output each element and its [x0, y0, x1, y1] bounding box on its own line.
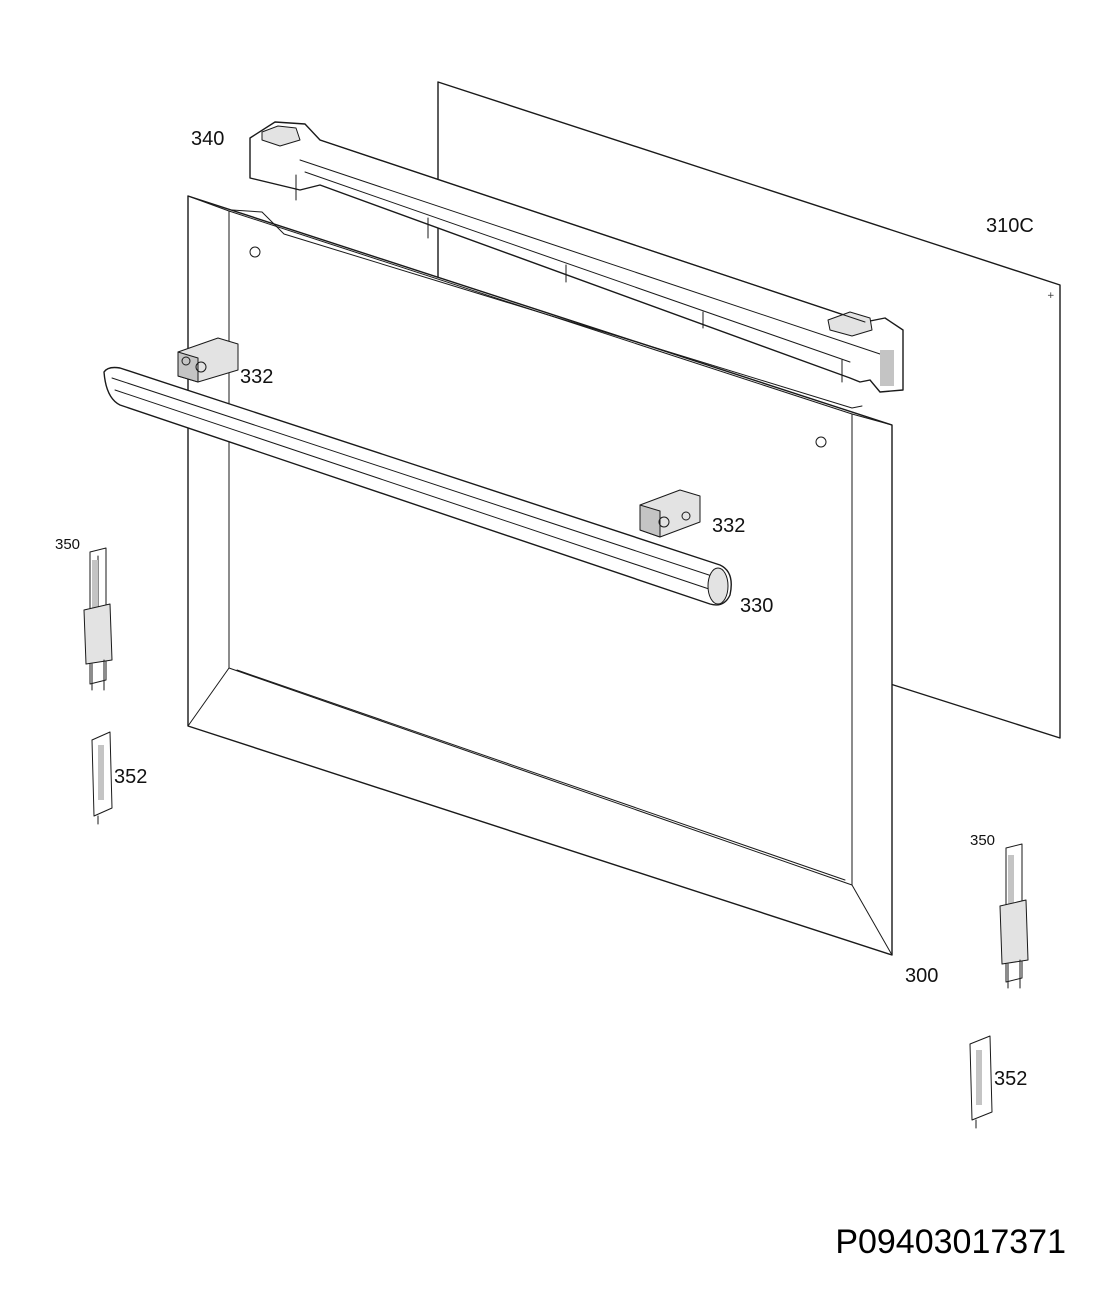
label-handle: 330 [740, 595, 773, 617]
door-frame [187, 195, 893, 956]
bracket-left [177, 337, 239, 383]
svg-text:+: + [1047, 291, 1055, 301]
label-bracket-left: 332 [240, 366, 273, 388]
label-glass-panel: 310C [986, 215, 1034, 237]
hinge-cover-right [969, 1035, 993, 1129]
bracket-right [639, 489, 701, 538]
top-profile [231, 121, 904, 409]
label-hinge-right: 350 [970, 832, 995, 849]
label-hinge-cover-right: 352 [994, 1068, 1027, 1090]
hinge-right [999, 843, 1029, 989]
hinge-cover-left [91, 731, 113, 825]
reference-code: P09403017371 [835, 1223, 1066, 1261]
hinge-left [83, 547, 113, 691]
label-door-frame: 300 [905, 965, 938, 987]
label-hinge-cover-left: 352 [114, 766, 147, 788]
label-bracket-right: 332 [712, 515, 745, 537]
handle [103, 366, 732, 606]
label-hinge-left: 350 [55, 536, 80, 553]
label-top-profile: 340 [191, 128, 224, 150]
